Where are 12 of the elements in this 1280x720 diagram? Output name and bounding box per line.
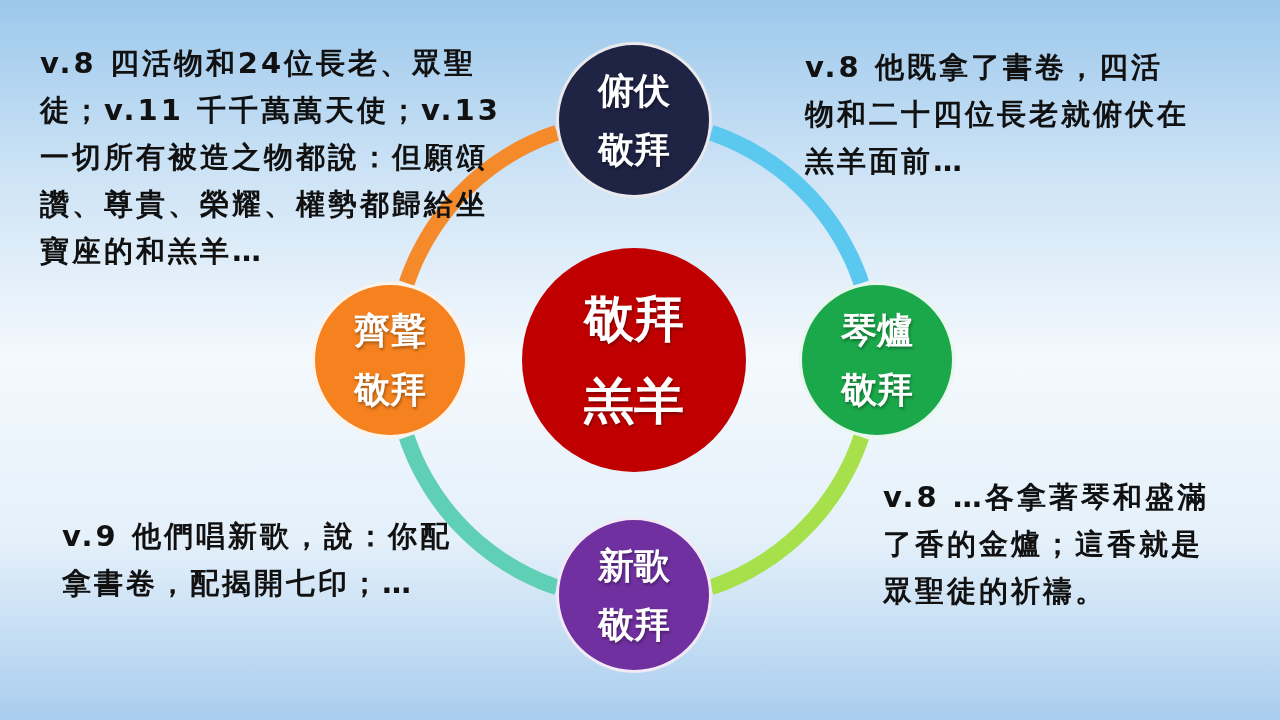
node-label: 琴爐敬拜 — [840, 308, 914, 412]
verse-text: v.9 他們唱新歌，說：你配拿書卷，配揭開七印；… — [62, 518, 453, 602]
ring-arc — [708, 434, 869, 595]
node-label: 新歌敬拜 — [597, 543, 671, 647]
ring-arc — [399, 434, 560, 595]
verse-text: v.8 …各拿著琴和盛滿了香的金爐；這香就是眾聖徒的祈禱。 — [883, 479, 1210, 610]
node-label: 俯伏敬拜 — [597, 68, 671, 172]
ring-arc — [708, 125, 869, 286]
node-label: 齊聲敬拜 — [353, 308, 427, 412]
ring-arc — [399, 125, 560, 286]
verse-text: v.8 他既拿了書卷，四活物和二十四位長老就俯伏在羔羊面前… — [805, 49, 1190, 180]
node-label: 敬拜羔羊 — [582, 288, 685, 432]
